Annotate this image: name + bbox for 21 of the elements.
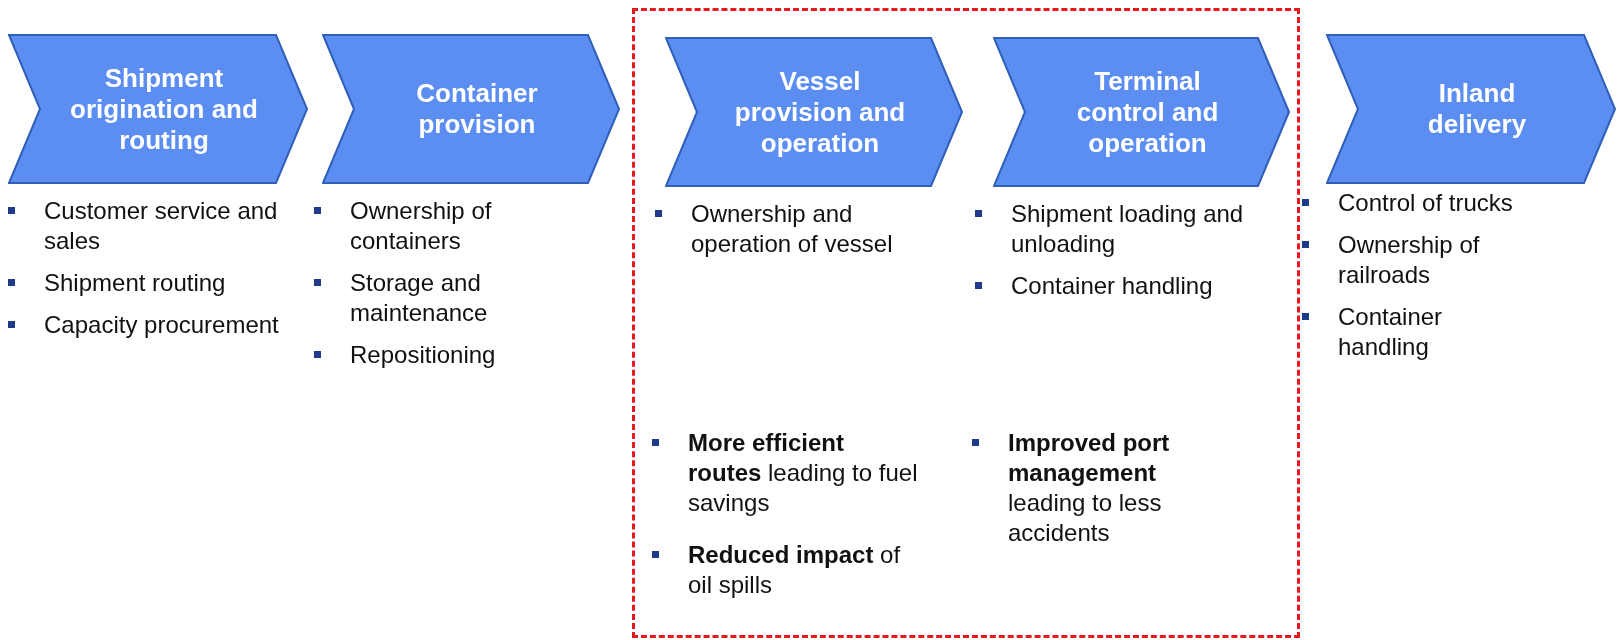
highlight-frame — [632, 8, 1300, 638]
list-item: Capacity procurement — [6, 310, 296, 340]
stage-title: Container provision — [415, 78, 539, 140]
list-item: Ownership and operation of vessel — [653, 199, 893, 259]
list-item: Container handling — [973, 271, 1253, 301]
list-item: Storage and maintenance — [312, 268, 557, 328]
stage-title: Terminal control and operation — [1075, 65, 1220, 159]
list-item: Reduced impact of oil spills — [650, 540, 920, 600]
stage-title: Shipment origination and routing — [70, 62, 258, 156]
stage-title: Inland delivery — [1426, 78, 1528, 140]
list-item: Ownership of railroads — [1300, 230, 1520, 290]
list-item: Customer service and sales — [6, 196, 296, 256]
list-item: More efficient routes leading to fuel savings — [650, 428, 920, 518]
list-item: Shipment routing — [6, 268, 296, 298]
list-item: Control of trucks — [1300, 188, 1520, 218]
list-item: Ownership of containers — [312, 196, 557, 256]
stage-title: Vessel provision and operation — [733, 65, 907, 159]
list-item: Shipment loading and unloading — [973, 199, 1253, 259]
list-item: Container handling — [1300, 302, 1520, 362]
list-item: Repositioning — [312, 340, 557, 370]
list-item: Improved port management leading to less accidents — [970, 428, 1230, 548]
